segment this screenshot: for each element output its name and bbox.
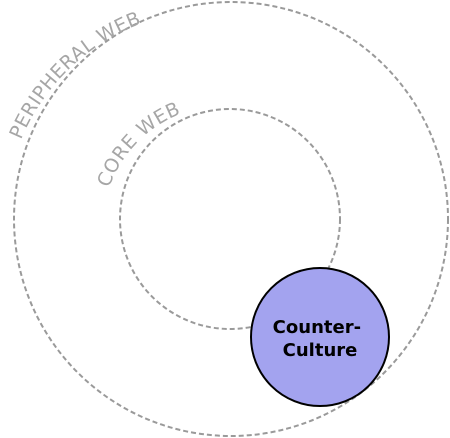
core-web-ring — [119, 108, 341, 330]
peripheral-web-label-text: PERIPHERAL WEB — [5, 7, 143, 142]
peripheral-web-ring — [13, 1, 449, 437]
core-web-label-text: CORE WEB — [93, 98, 183, 190]
counter-culture-circle — [250, 267, 390, 407]
counter-culture-label-line1: Counter- — [273, 317, 361, 338]
peripheral-web-label: PERIPHERAL WEB — [5, 7, 144, 142]
core-web-label: CORE WEB — [93, 98, 183, 190]
counter-culture-label-line2: Culture — [283, 340, 358, 361]
counter-culture-label: Counter- Culture — [273, 317, 368, 361]
